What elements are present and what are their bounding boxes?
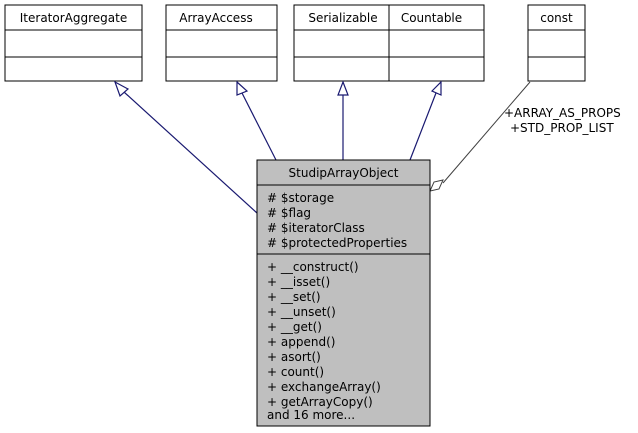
method-item: + __isset()	[267, 275, 330, 289]
attribute-item: # $iteratorClass	[267, 221, 365, 235]
association-edge	[429, 81, 531, 192]
class-name-iteratoraggregate: IteratorAggregate	[20, 11, 127, 25]
method-item: + count()	[267, 365, 324, 379]
arrowhead-arrayaccess	[236, 80, 249, 96]
attribute-item: # $flag	[267, 206, 311, 220]
method-item: + __get()	[267, 320, 322, 334]
edge-countable	[409, 92, 437, 161]
method-item: + __construct()	[267, 260, 359, 274]
association-diamond	[429, 179, 444, 192]
method-item: + exchangeArray()	[267, 380, 381, 394]
class-name-countable: Countable	[401, 11, 462, 25]
inheritance-edges	[113, 80, 442, 214]
attribute-item: # $storage	[267, 191, 334, 205]
association-label-1: +ARRAY_AS_PROPS	[504, 106, 621, 120]
edge-iteratoraggregate	[123, 91, 258, 214]
association-label-2: +STD_PROP_LIST	[510, 121, 614, 135]
method-item: + asort()	[267, 350, 321, 364]
method-item: + __unset()	[267, 305, 336, 319]
edge-arrayaccess	[241, 92, 277, 161]
class-box-const: const	[527, 4, 586, 82]
method-item: + __set()	[267, 290, 321, 304]
attribute-item: # $protectedProperties	[267, 236, 407, 250]
method-list: + __construct() + __isset() + __set() + …	[267, 260, 381, 422]
class-box-countable: Countable	[388, 4, 485, 82]
class-box-iteratoraggregate: IteratorAggregate	[4, 4, 143, 82]
class-box-studiparrayobject: StudipArrayObject # $storage # $flag # $…	[256, 159, 431, 427]
class-box-arrayaccess: ArrayAccess	[165, 4, 278, 82]
method-item: + getArrayCopy()	[267, 395, 373, 409]
attribute-list: # $storage # $flag # $iteratorClass # $p…	[267, 191, 407, 250]
class-name-studiparrayobject: StudipArrayObject	[289, 166, 399, 180]
class-name-serializable: Serializable	[308, 11, 377, 25]
more-methods-note: and 16 more...	[267, 408, 355, 422]
class-box-serializable: Serializable	[293, 4, 394, 82]
arrowhead-iteratoraggregate	[113, 80, 130, 98]
class-name-const: const	[540, 11, 573, 25]
class-name-arrayaccess: ArrayAccess	[179, 11, 252, 25]
arrowhead-serializable	[337, 80, 349, 96]
method-item: + append()	[267, 335, 335, 349]
arrowhead-countable	[430, 80, 442, 96]
